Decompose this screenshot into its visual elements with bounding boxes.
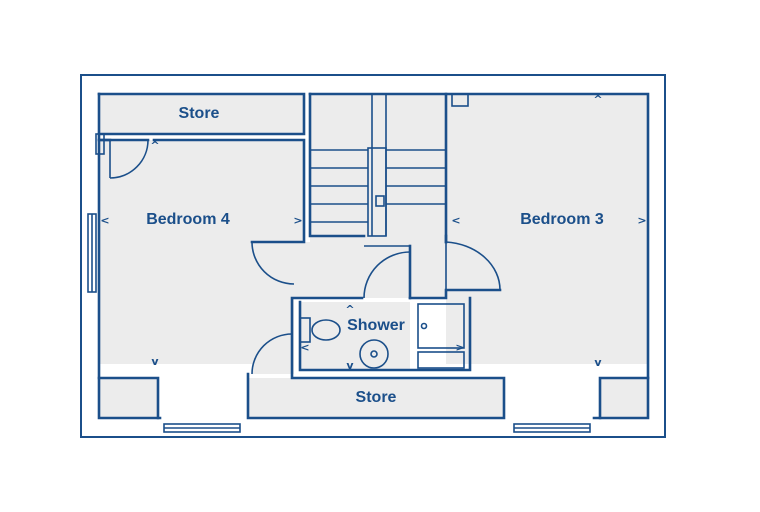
basin-icon <box>359 339 389 369</box>
room-label-bedroom-3: Bedroom 3 <box>520 211 604 228</box>
svg-text:<: < <box>451 214 460 227</box>
door-swing-icon <box>109 139 501 375</box>
room-label-store-bottom: Store <box>356 389 397 406</box>
staircase-icon <box>310 94 446 237</box>
svg-text:>: > <box>455 341 464 354</box>
svg-text:^: ^ <box>150 139 159 152</box>
room-label-store-top: Store <box>179 105 220 122</box>
svg-text:v: v <box>151 355 159 368</box>
svg-text:<: < <box>300 341 309 354</box>
window-icon <box>87 93 591 433</box>
svg-text:v: v <box>346 359 354 372</box>
shower-tray-icon <box>417 303 465 369</box>
svg-text:>: > <box>293 214 302 227</box>
toilet-icon <box>299 317 341 343</box>
room-label-bedroom-4: Bedroom 4 <box>146 211 230 228</box>
dimension-arrow-icon: ^ v < > ^ v < > ^ v < > <box>100 93 646 372</box>
svg-text:v: v <box>594 356 602 369</box>
floor-fill <box>99 94 648 418</box>
svg-text:^: ^ <box>593 93 602 106</box>
svg-text:<: < <box>100 214 109 227</box>
svg-text:^: ^ <box>345 303 354 316</box>
room-label-shower: Shower <box>347 317 405 334</box>
svg-text:>: > <box>637 214 646 227</box>
